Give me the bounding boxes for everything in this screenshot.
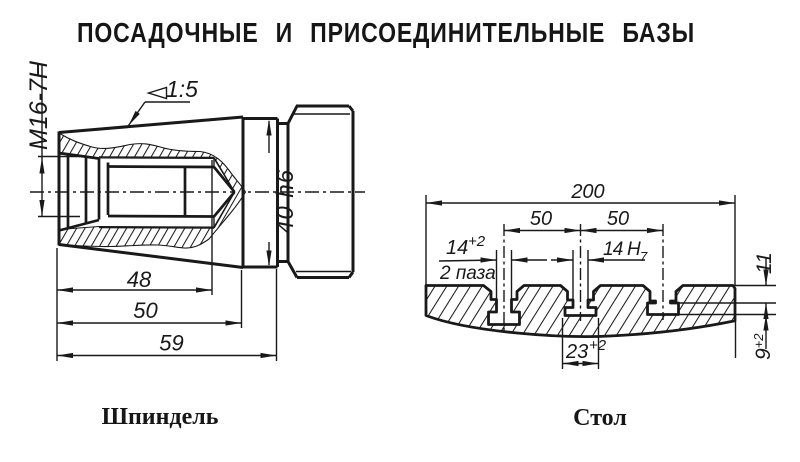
svg-text:23: 23: [565, 341, 588, 363]
svg-text:11: 11: [753, 252, 776, 274]
svg-text:50: 50: [607, 208, 629, 230]
svg-text:48: 48: [127, 267, 152, 292]
svg-text:1:5: 1:5: [166, 76, 198, 102]
svg-text:2 паза: 2 паза: [439, 263, 496, 284]
svg-text:+2: +2: [589, 337, 607, 354]
svg-text:14 H: 14 H: [603, 239, 641, 260]
svg-text:50: 50: [530, 208, 552, 230]
svg-text:Шпиндель: Шпиндель: [102, 404, 219, 430]
svg-text:7: 7: [640, 249, 648, 264]
svg-text:+2: +2: [468, 233, 486, 250]
svg-text:50: 50: [133, 298, 158, 323]
svg-text:59: 59: [159, 331, 183, 356]
svg-text:40 h6: 40 h6: [272, 169, 299, 234]
svg-text:M16-7H: M16-7H: [25, 60, 53, 150]
svg-text:200: 200: [570, 181, 604, 203]
svg-text:ПОСАДОЧНЫЕ И ПРИСОЕДИНИТЕЛЬНЫЕ: ПОСАДОЧНЫЕ И ПРИСОЕДИНИТЕЛЬНЫЕ БАЗЫ: [77, 17, 695, 48]
svg-text:14: 14: [446, 237, 468, 259]
svg-text:Стол: Стол: [573, 405, 627, 431]
